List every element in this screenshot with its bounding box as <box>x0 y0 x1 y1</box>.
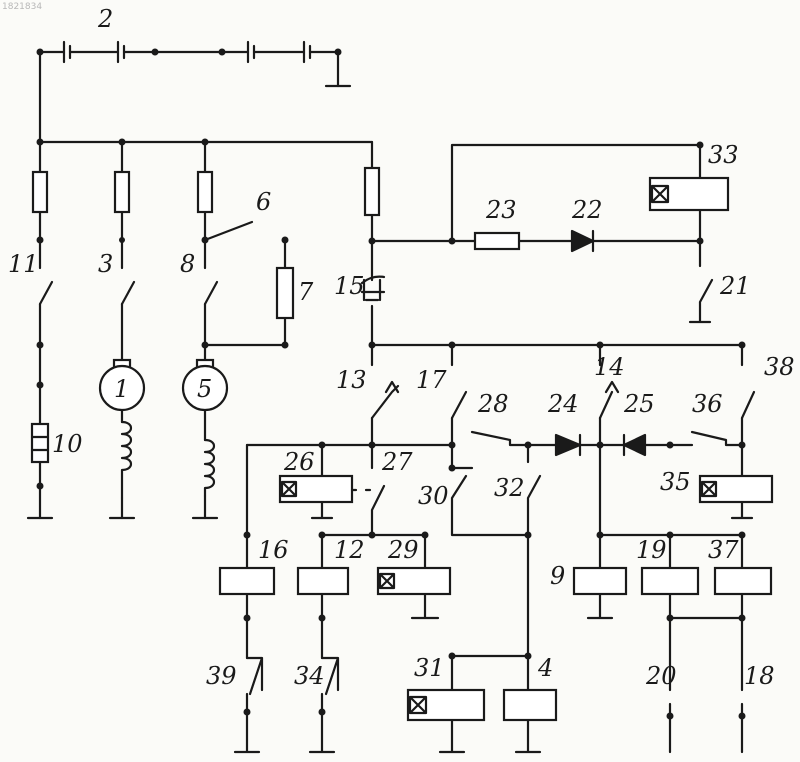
coil-4 <box>504 690 556 720</box>
coil-9 <box>574 568 626 594</box>
label-30: 30 <box>418 482 449 510</box>
label-16: 16 <box>258 536 289 564</box>
label-11: 11 <box>8 250 39 278</box>
coil-12 <box>298 568 348 594</box>
heater-element <box>32 424 48 462</box>
label-28: 28 <box>477 390 509 418</box>
coil-37 <box>715 568 771 594</box>
label-10: 10 <box>52 430 83 458</box>
label-2: 2 <box>97 5 113 33</box>
relay-coil-29 <box>378 568 450 594</box>
label-1: 1 <box>114 375 129 403</box>
coil-16 <box>220 568 274 594</box>
label-34: 34 <box>294 662 325 690</box>
label-5: 5 <box>197 375 212 403</box>
label-7: 7 <box>298 278 314 306</box>
corner-mark: 1821834 <box>2 2 42 12</box>
label-37: 37 <box>708 536 739 564</box>
label-8: 8 <box>180 250 195 278</box>
label-12: 12 <box>334 536 365 564</box>
label-17: 17 <box>416 366 447 394</box>
label-4: 4 <box>537 654 553 682</box>
label-6: 6 <box>256 188 271 216</box>
label-19: 19 <box>636 536 667 564</box>
label-31: 31 <box>414 654 445 682</box>
label-13: 13 <box>336 366 367 394</box>
fuse <box>33 172 47 212</box>
branch-heater-10 <box>28 142 52 518</box>
label-22: 22 <box>571 196 603 224</box>
resistor-7 <box>277 268 293 318</box>
label-25: 25 <box>623 390 655 418</box>
label-35: 35 <box>660 468 691 496</box>
relay-coil-33 <box>650 178 728 210</box>
label-23: 23 <box>485 196 517 224</box>
coil-19 <box>642 568 698 594</box>
label-20: 20 <box>645 662 677 690</box>
fuse <box>198 172 212 212</box>
branch-motor-5 <box>183 142 293 518</box>
battery-2 <box>37 42 351 142</box>
label-39: 39 <box>206 662 237 690</box>
resistor-23 <box>475 233 519 249</box>
label-33: 33 <box>708 141 739 169</box>
relay-coil-35 <box>700 476 772 502</box>
label-9: 9 <box>550 562 565 590</box>
label-24: 24 <box>547 390 579 418</box>
label-21: 21 <box>719 272 751 300</box>
fuse <box>365 168 379 215</box>
relay-coil-26 <box>280 476 352 502</box>
label-27: 27 <box>381 448 413 476</box>
label-15: 15 <box>334 272 365 300</box>
label-26: 26 <box>283 448 315 476</box>
label-18: 18 <box>744 662 775 690</box>
label-32: 32 <box>494 474 525 502</box>
label-3: 3 <box>98 250 113 278</box>
label-14: 14 <box>594 353 625 381</box>
fuse <box>115 172 129 212</box>
label-36: 36 <box>692 390 723 418</box>
branch-motor-1 <box>100 142 144 518</box>
label-29: 29 <box>387 536 419 564</box>
label-38: 38 <box>764 353 795 381</box>
control-branch <box>362 142 746 349</box>
